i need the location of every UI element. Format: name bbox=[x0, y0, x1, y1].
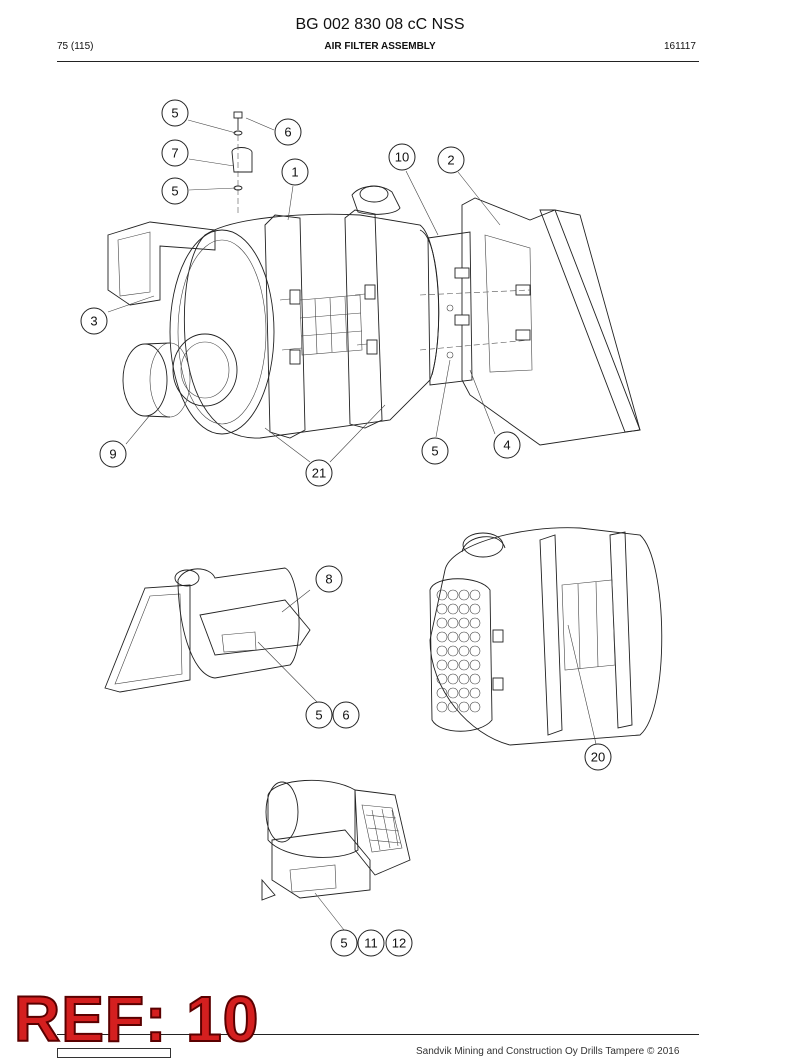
section-title: AIR FILTER ASSEMBLY bbox=[324, 41, 436, 52]
svg-text:12: 12 bbox=[392, 936, 406, 951]
svg-text:6: 6 bbox=[342, 708, 349, 723]
grille-pattern bbox=[436, 589, 481, 713]
side-view-left bbox=[104, 567, 319, 704]
svg-text:5: 5 bbox=[315, 708, 322, 723]
svg-text:8: 8 bbox=[325, 572, 332, 587]
header-rule bbox=[57, 61, 699, 62]
svg-text:2: 2 bbox=[447, 153, 454, 168]
callout-2: 2 bbox=[437, 146, 465, 174]
svg-text:21: 21 bbox=[312, 466, 326, 481]
svg-text:11: 11 bbox=[364, 936, 378, 951]
callout-5: 5 bbox=[161, 177, 189, 205]
document-number: BG 002 830 08 cC NSS bbox=[295, 16, 465, 33]
ref-stamp: REF: 10 bbox=[13, 982, 260, 1056]
callout-5: 5 bbox=[161, 99, 189, 127]
callout-12: 12 bbox=[385, 929, 413, 957]
main-exploded-view bbox=[107, 111, 641, 463]
callout-5: 5 bbox=[421, 437, 449, 465]
callout-21: 21 bbox=[305, 459, 333, 487]
footer-rule bbox=[57, 1034, 699, 1035]
callout-5: 5 bbox=[330, 929, 358, 957]
callout-7: 7 bbox=[161, 139, 189, 167]
bottom-view bbox=[261, 779, 411, 931]
svg-text:4: 4 bbox=[503, 438, 510, 453]
callout-4: 4 bbox=[493, 431, 521, 459]
callout-10: 10 bbox=[388, 143, 416, 171]
footer-copyright: Sandvik Mining and Construction Oy Drill… bbox=[416, 1046, 680, 1057]
callout-8: 8 bbox=[315, 565, 343, 593]
callout-20: 20 bbox=[584, 743, 612, 771]
callout-11: 11 bbox=[357, 929, 385, 957]
svg-text:7: 7 bbox=[171, 146, 178, 161]
callout-6: 6 bbox=[274, 118, 302, 146]
svg-text:9: 9 bbox=[109, 447, 116, 462]
callout-1: 1 bbox=[281, 158, 309, 186]
svg-text:10: 10 bbox=[395, 150, 409, 165]
date-code: 161117 bbox=[664, 41, 696, 52]
callout-6: 6 bbox=[332, 701, 360, 729]
svg-text:1: 1 bbox=[291, 165, 298, 180]
company-logo bbox=[57, 1048, 171, 1058]
svg-text:5: 5 bbox=[171, 106, 178, 121]
svg-text:5: 5 bbox=[340, 936, 347, 951]
callout-9: 9 bbox=[99, 440, 127, 468]
svg-text:20: 20 bbox=[591, 750, 605, 765]
svg-text:5: 5 bbox=[431, 444, 438, 459]
callout-3: 3 bbox=[80, 307, 108, 335]
svg-text:6: 6 bbox=[284, 125, 291, 140]
page-number: 75 (115) bbox=[57, 41, 94, 52]
svg-text:5: 5 bbox=[171, 184, 178, 199]
front-view-right bbox=[429, 527, 663, 746]
callout-5: 5 bbox=[305, 701, 333, 729]
svg-text:3: 3 bbox=[90, 314, 97, 329]
